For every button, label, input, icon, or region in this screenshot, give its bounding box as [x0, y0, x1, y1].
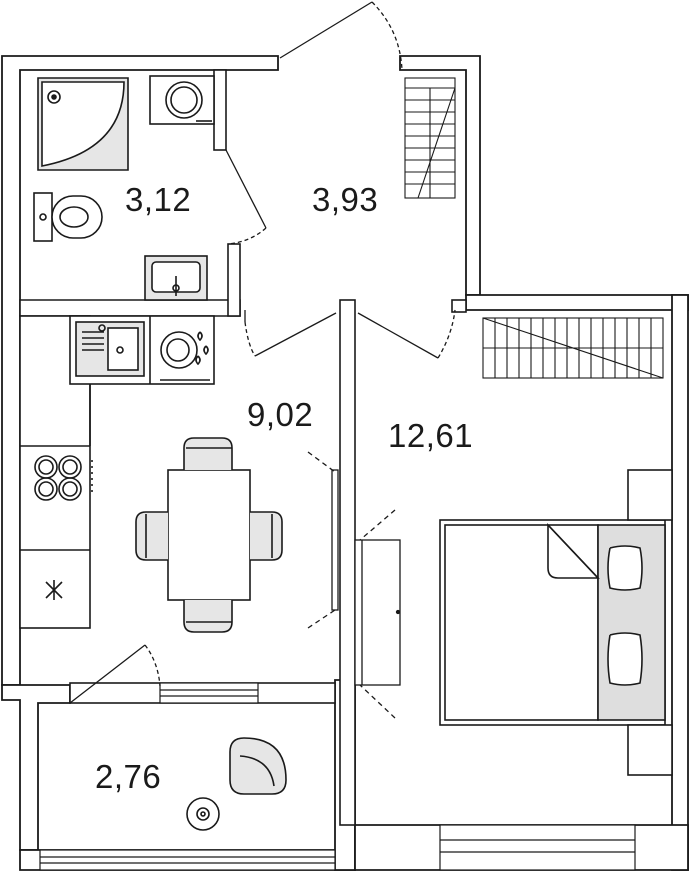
shower-icon: [37, 77, 129, 171]
side-table-icon: [186, 797, 220, 831]
balcony-area-label: 2,76: [95, 758, 162, 795]
radiator-hallway: [404, 77, 456, 199]
bedroom-area-label: 12,61: [388, 417, 474, 454]
washing-machine-icon: [149, 75, 215, 125]
nightstand-icon: [627, 469, 673, 776]
windows: [39, 682, 636, 871]
fridge-icon: [45, 580, 63, 600]
armchair-icon: [229, 737, 287, 795]
doors: [69, 1, 456, 719]
kitchen-sink-icon: [75, 321, 145, 377]
toilet-icon: [33, 192, 103, 242]
radiator-bedroom: [482, 317, 664, 379]
hallway-area-label: 3,93: [312, 181, 379, 218]
dining-table-icon: [135, 437, 283, 633]
kitchen-area-label: 9,02: [247, 396, 314, 433]
sink-icon: [144, 255, 208, 301]
interior-walls: [19, 69, 467, 826]
bathroom-area-label: 3,12: [125, 181, 192, 218]
bed-icon: [439, 519, 666, 726]
stove-icon: [34, 455, 93, 501]
dishwasher-icon: [160, 331, 210, 381]
